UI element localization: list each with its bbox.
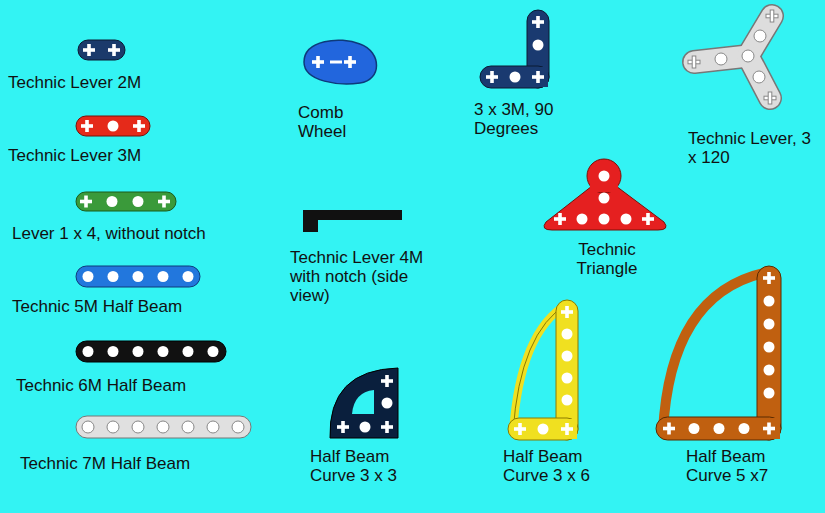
part-label: Half Beam Curve 5 x7 xyxy=(686,447,776,485)
part-label: Technic Lever, 3 x 120 xyxy=(688,129,814,167)
part-label: Half Beam Curve 3 x 3 xyxy=(310,447,400,485)
part-label: Half Beam Curve 3 x 6 xyxy=(503,447,593,485)
part-label: Comb Wheel xyxy=(298,103,378,141)
part-label: 3 x 3M, 90 Degrees xyxy=(474,100,574,138)
part-label: Technic 6M Half Beam xyxy=(16,376,266,395)
part-label: Technic 7M Half Beam xyxy=(20,454,270,473)
part-label: Lever 1 x 4, without notch xyxy=(12,224,262,243)
part-label: Technic 5M Half Beam xyxy=(12,297,262,316)
part-label: Technic Lever 4M with notch (side view) xyxy=(290,248,440,305)
part-label: Technic Triangle xyxy=(562,240,652,278)
part-label: Technic Lever 2M xyxy=(8,73,208,92)
part-label: Technic Lever 3M xyxy=(8,146,208,165)
